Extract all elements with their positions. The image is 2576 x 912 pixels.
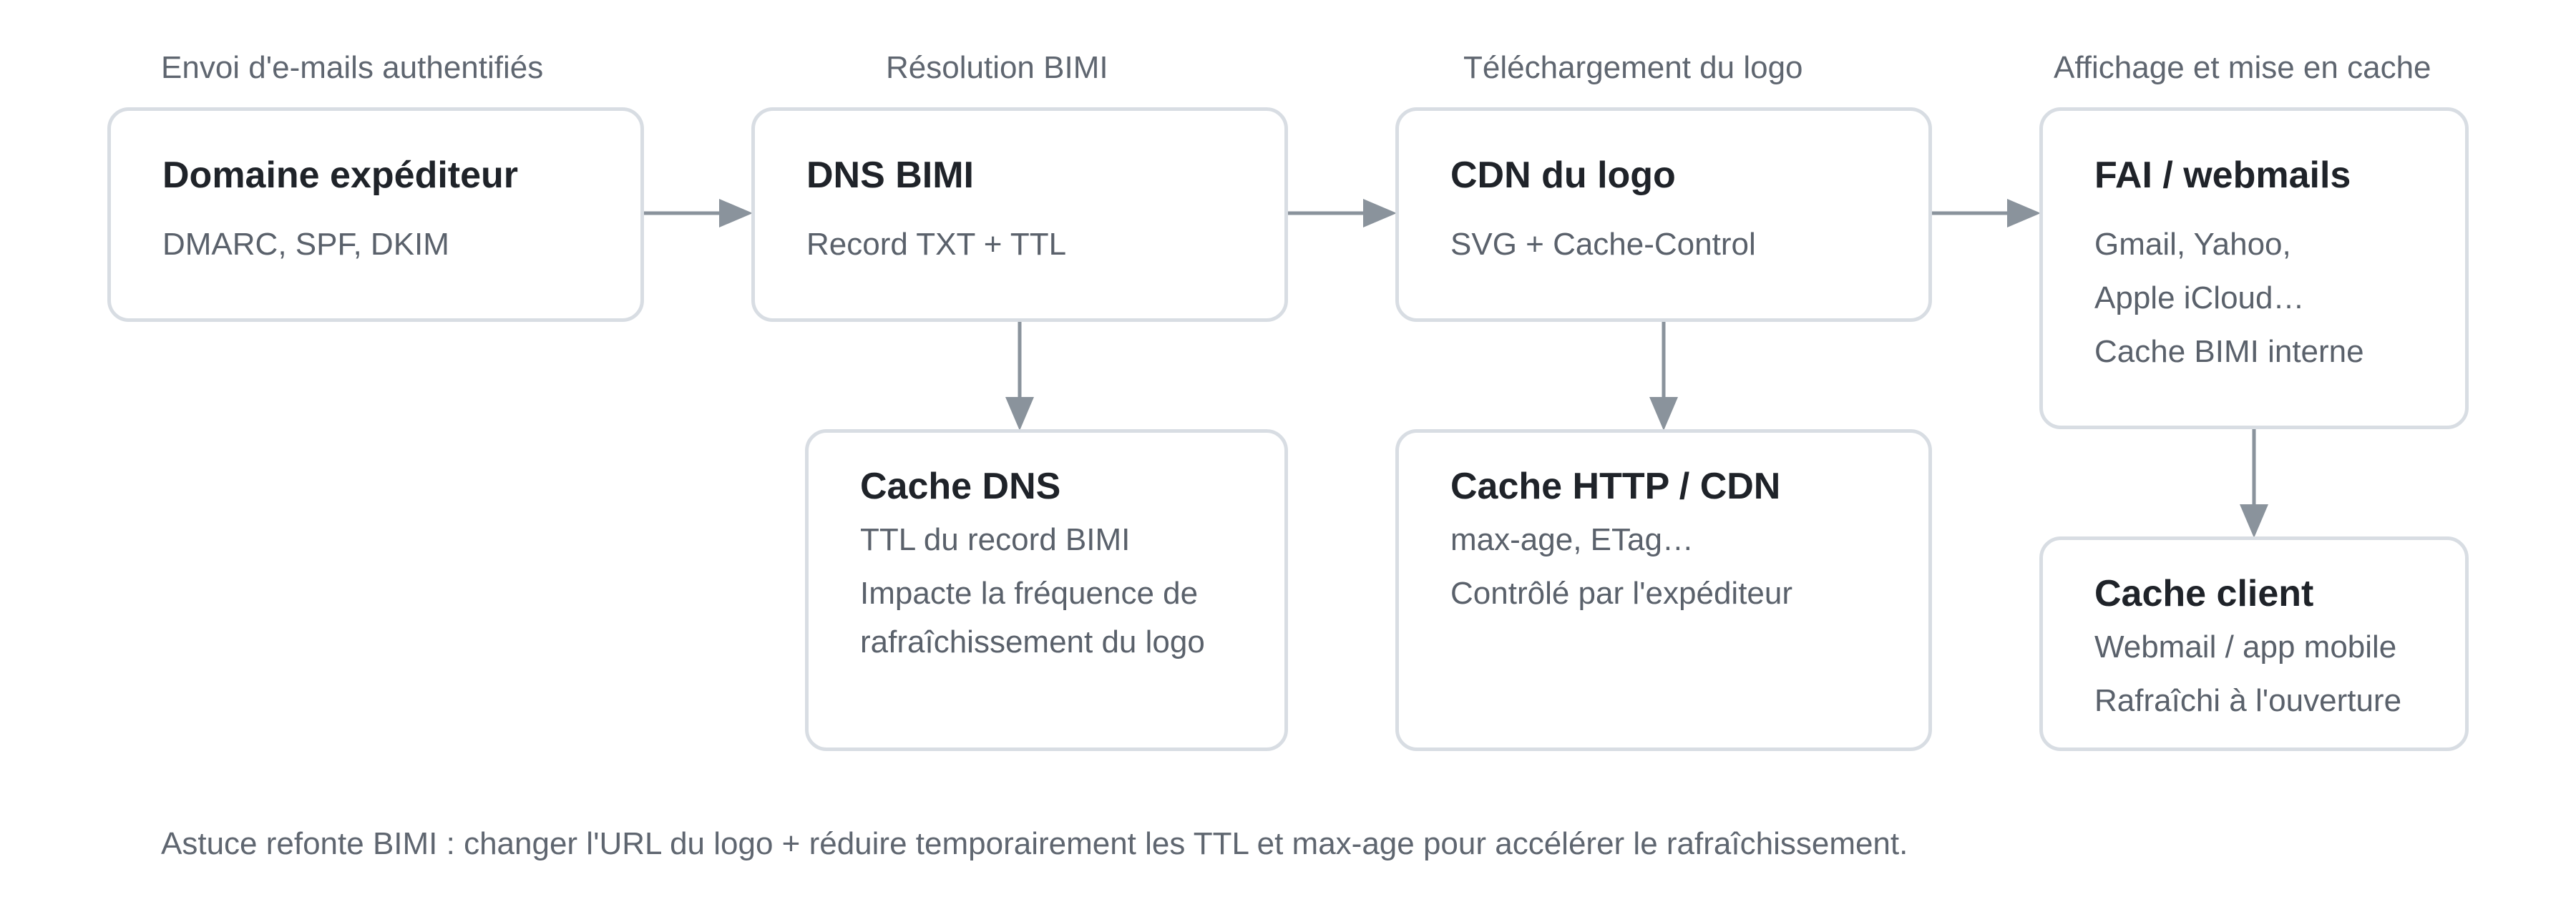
node-title: FAI / webmails bbox=[2094, 155, 2351, 196]
node-detail: Apple iCloud… bbox=[2094, 280, 2305, 315]
node-title: Cache client bbox=[2094, 573, 2314, 614]
node-logo-cdn: CDN du logo SVG + Cache-Control bbox=[1395, 107, 1932, 322]
node-isp-webmails: FAI / webmails Gmail, Yahoo, Apple iClou… bbox=[2039, 107, 2469, 429]
footnote-tip: Astuce refonte BIMI : changer l'URL du l… bbox=[161, 826, 1908, 861]
node-detail: DMARC, SPF, DKIM bbox=[162, 227, 449, 262]
node-detail: Cache BIMI interne bbox=[2094, 334, 2364, 369]
arrowhead-cdn-to-isp bbox=[2007, 199, 2041, 227]
node-sender-domain: Domaine expéditeur DMARC, SPF, DKIM bbox=[107, 107, 644, 322]
node-title: Cache HTTP / CDN bbox=[1450, 466, 1781, 507]
arrowhead-dns-to-cdn bbox=[1363, 199, 1397, 227]
node-detail: TTL du record BIMI bbox=[860, 522, 1131, 557]
node-detail: Webmail / app mobile bbox=[2094, 629, 2397, 665]
node-detail: Gmail, Yahoo, bbox=[2094, 227, 2291, 262]
node-detail: Rafraîchi à l'ouverture bbox=[2094, 683, 2402, 718]
node-title: DNS BIMI bbox=[806, 155, 974, 196]
node-detail: SVG + Cache-Control bbox=[1450, 227, 1756, 262]
node-detail: Contrôlé par l'expéditeur bbox=[1450, 576, 1793, 611]
node-title: Domaine expéditeur bbox=[162, 155, 519, 196]
node-detail: Impacte la fréquence de bbox=[860, 576, 1199, 611]
arrowhead-cdn-to-http-cache bbox=[1649, 397, 1678, 431]
node-detail: Record TXT + TTL bbox=[806, 227, 1067, 262]
node-detail: rafraîchissement du logo bbox=[860, 624, 1205, 660]
arrowhead-dns-to-dns-cache bbox=[1005, 397, 1034, 431]
arrowhead-sender-to-dns bbox=[719, 199, 753, 227]
node-detail: max-age, ETag… bbox=[1450, 522, 1694, 557]
arrowhead-isp-to-client-cache bbox=[2240, 504, 2268, 538]
node-http-cache: Cache HTTP / CDN max-age, ETag… Contrôlé… bbox=[1395, 429, 1932, 751]
stage-label-bimi-resolution: Résolution BIMI bbox=[886, 50, 1108, 85]
node-title: Cache DNS bbox=[860, 466, 1061, 507]
node-title: CDN du logo bbox=[1450, 155, 1676, 196]
stage-label-authenticated-sending: Envoi d'e-mails authentifiés bbox=[161, 50, 544, 85]
node-dns-bimi: DNS BIMI Record TXT + TTL bbox=[751, 107, 1288, 322]
stage-label-display-caching: Affichage et mise en cache bbox=[2054, 50, 2431, 85]
stage-label-logo-download: Téléchargement du logo bbox=[1463, 50, 1803, 85]
node-client-cache: Cache client Webmail / app mobile Rafraî… bbox=[2039, 536, 2469, 751]
node-dns-cache: Cache DNS TTL du record BIMI Impacte la … bbox=[805, 429, 1288, 751]
